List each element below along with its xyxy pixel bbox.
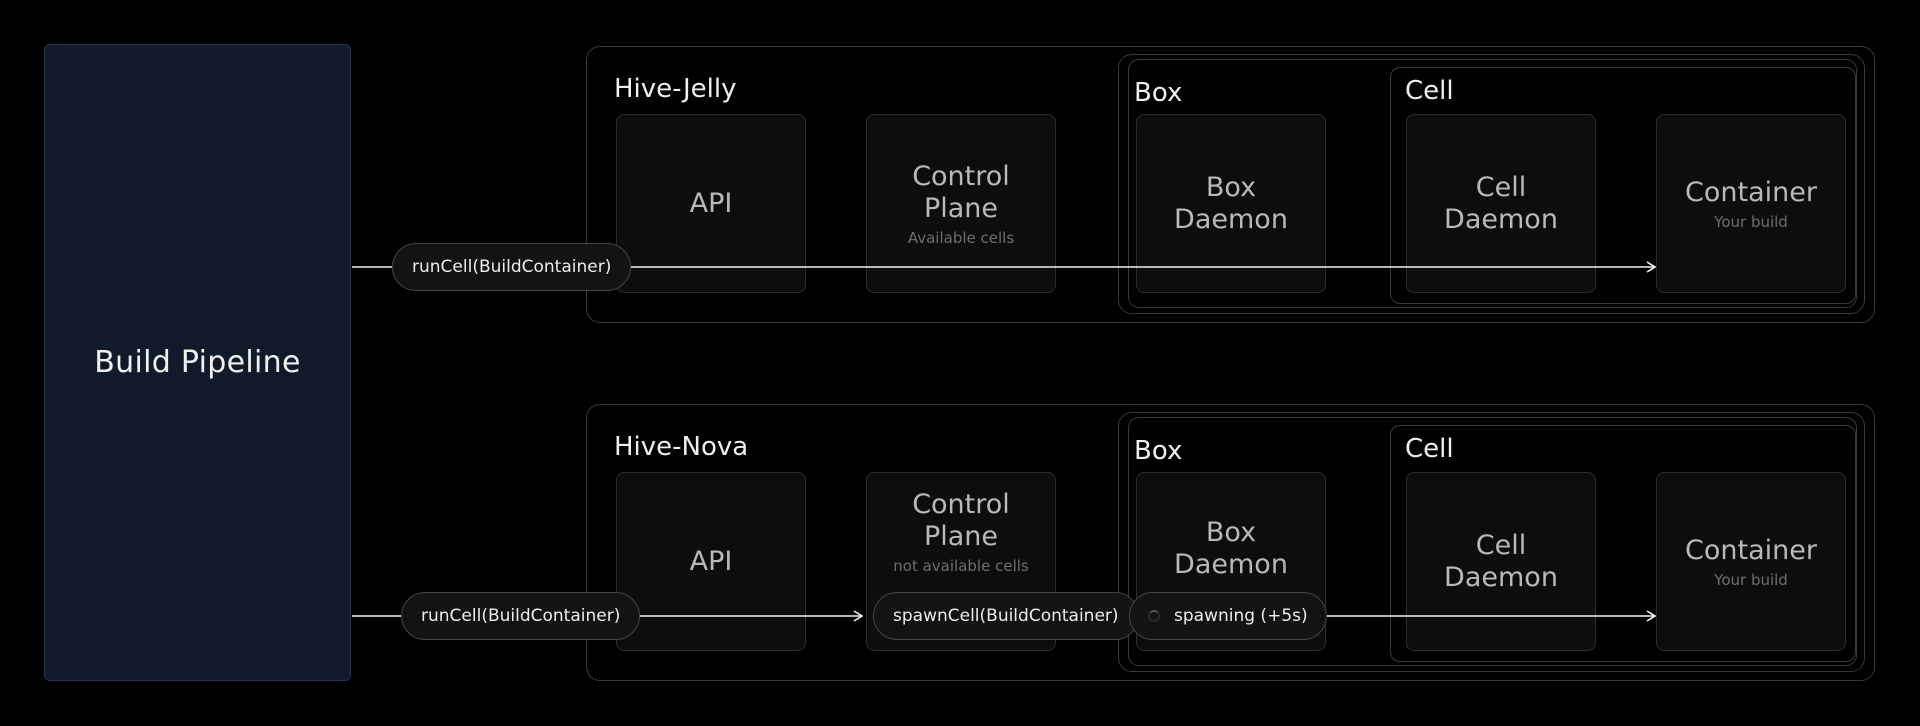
call-label: runCell(BuildContainer) [412, 257, 612, 277]
call-label: runCell(BuildContainer) [421, 606, 621, 626]
container-label: Container [1685, 534, 1817, 566]
build-pipeline-label: Build Pipeline [94, 345, 301, 380]
container-label: Container [1685, 176, 1817, 208]
call-label: spawning (+5s) [1174, 606, 1308, 626]
hive-jelly-box-label: Box [1134, 78, 1183, 108]
call-label: spawnCell(BuildContainer) [893, 606, 1119, 626]
hive-nova-api-node: API [616, 472, 806, 651]
build-pipeline-block: Build Pipeline [44, 44, 351, 681]
hive-jelly-cell-daemon-node: Cell Daemon [1406, 114, 1596, 293]
hive-nova-container-node: Container Your build [1656, 472, 1846, 651]
hive-jelly-cell-frame [1390, 67, 1856, 304]
nova-run-cell-call: runCell(BuildContainer) [401, 592, 641, 640]
hive-jelly-control-plane-node: Control Plane Available cells [866, 114, 1056, 293]
hive-jelly-container-node: Container Your build [1656, 114, 1846, 293]
container-subtitle: Your build [1714, 570, 1788, 589]
hive-nova-cell-frame [1390, 425, 1856, 662]
hive-nova-box-label: Box [1134, 436, 1183, 466]
hive-nova-cell-label: Cell [1405, 434, 1454, 464]
control-plane-status: Available cells [907, 228, 1015, 247]
box-daemon-label: Box Daemon [1174, 171, 1288, 235]
hive-nova-frame [586, 404, 1875, 681]
hive-jelly-title: Hive-Jelly [614, 74, 737, 104]
cell-daemon-label: Cell Daemon [1444, 171, 1558, 235]
api-label: API [689, 187, 733, 219]
container-subtitle: Your build [1714, 212, 1788, 231]
control-plane-status: not available cells [893, 557, 1029, 575]
hive-jelly-box-frame-outer [1118, 54, 1865, 314]
hive-nova-cell-daemon-node: Cell Daemon [1406, 472, 1596, 651]
jelly-run-cell-call: runCell(BuildContainer) [392, 243, 632, 291]
spinner-icon [1148, 610, 1160, 622]
box-daemon-label: Box Daemon [1174, 517, 1288, 580]
hive-jelly-box-daemon-node: Box Daemon [1136, 114, 1326, 293]
cell-daemon-label: Cell Daemon [1444, 529, 1558, 593]
hive-nova-title: Hive-Nova [614, 432, 749, 462]
hive-jelly-api-node: API [616, 114, 806, 293]
hive-nova-box-frame-outer [1118, 412, 1865, 672]
api-label: API [689, 545, 733, 577]
nova-spawning-status: spawning (+5s) [1129, 592, 1327, 640]
hive-jelly-cell-label: Cell [1405, 76, 1454, 106]
control-plane-label: Control Plane [912, 160, 1010, 224]
nova-spawn-cell-call: spawnCell(BuildContainer) [873, 592, 1139, 640]
hive-jelly-frame [586, 46, 1875, 323]
hive-nova-box-frame-inner [1128, 417, 1857, 666]
hive-jelly-box-frame-inner [1128, 59, 1857, 308]
control-plane-label: Control Plane [912, 489, 1010, 552]
